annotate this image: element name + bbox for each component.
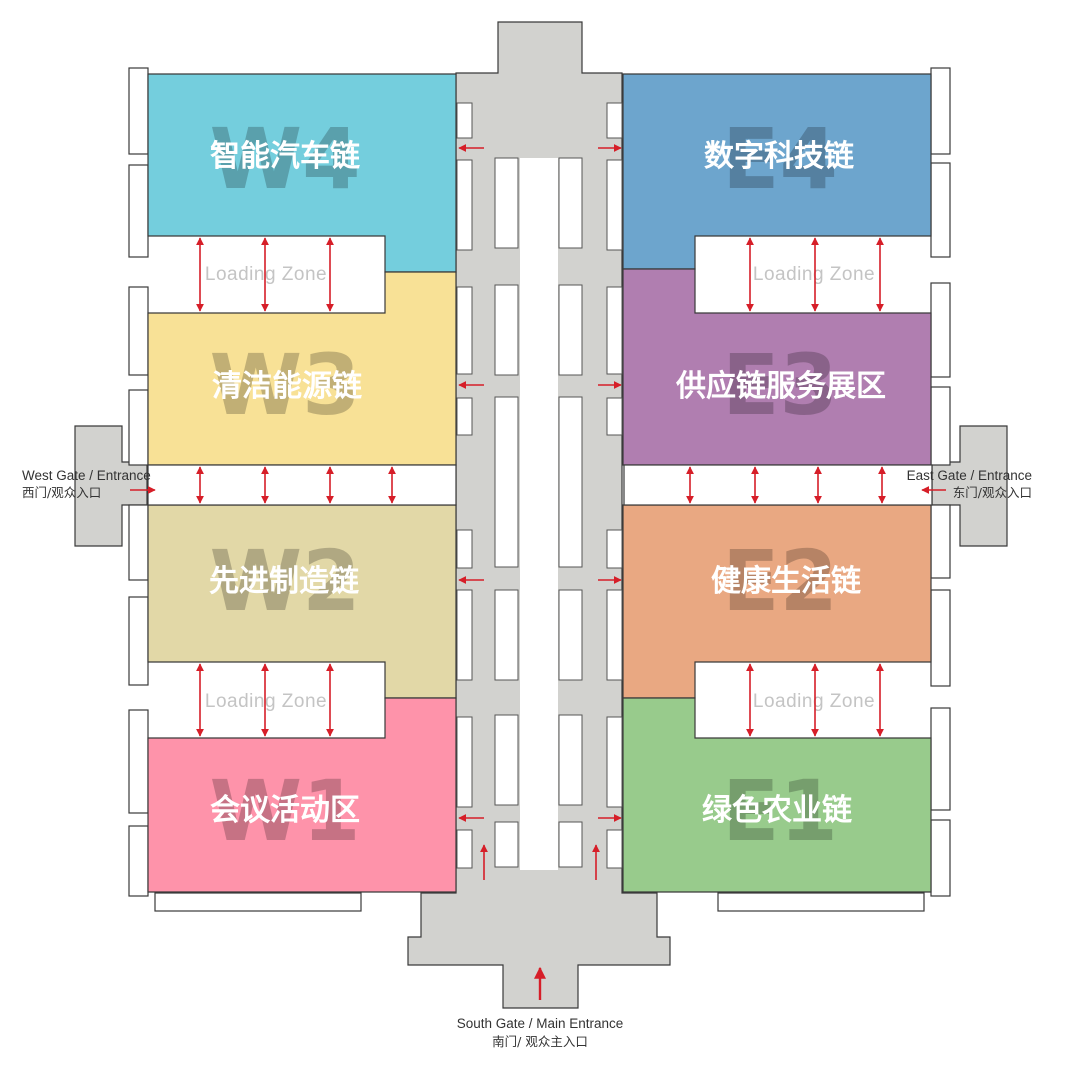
niche — [456, 529, 473, 569]
west-gate-label-zh: 西门/观众入口 — [22, 485, 101, 500]
hall-code-e1: E1 — [722, 762, 838, 860]
wall-niche — [930, 282, 951, 378]
wall-niche — [128, 389, 149, 466]
niche — [456, 102, 473, 139]
booth — [494, 714, 519, 806]
niche — [606, 286, 623, 375]
hall-names: 智能汽车链 清洁能源链 先进制造链 会议活动区 数字科技链 供应链服务展区 健康… — [209, 139, 886, 828]
booth — [558, 589, 583, 681]
wall-niche — [717, 892, 925, 912]
loading-zone-se: Loading Zone — [753, 691, 875, 712]
east-gate-label: East Gate / Entrance 东门/观众入口 — [907, 468, 1032, 500]
hall-code-e3: E3 — [722, 336, 838, 434]
atrium-void — [520, 158, 558, 870]
hall-w1[interactable] — [147, 697, 457, 893]
niche — [456, 829, 473, 869]
wall-niche — [128, 709, 149, 814]
booth — [494, 821, 519, 868]
east-halls — [622, 73, 932, 893]
booth — [494, 157, 519, 249]
west-gate-label: West Gate / Entrance 西门/观众入口 — [22, 468, 151, 500]
niche — [606, 102, 623, 139]
hall-name-e4: 数字科技链 — [704, 139, 854, 174]
corridor-booths — [456, 102, 623, 869]
booth — [494, 589, 519, 681]
niche — [606, 829, 623, 869]
loading-zone-ne: Loading Zone — [753, 264, 875, 285]
booth — [494, 284, 519, 376]
niche — [606, 529, 623, 569]
niche — [606, 589, 623, 681]
wall-niche — [930, 819, 951, 897]
east-gate-label-en: East Gate / Entrance — [907, 468, 1032, 483]
wall-niche — [930, 707, 951, 811]
niche — [606, 397, 623, 436]
loading-zone-sw: Loading Zone — [205, 691, 327, 712]
outer-wall-niches — [128, 67, 951, 912]
wall-niche — [128, 286, 149, 376]
loading-zone-nw: Loading Zone — [205, 264, 327, 285]
hall-name-w1: 会议活动区 — [210, 793, 360, 828]
hall-code-e4: E4 — [722, 110, 838, 208]
wall-niche — [930, 504, 951, 579]
wall-niche — [128, 164, 149, 258]
hall-name-w2: 先进制造链 — [209, 564, 359, 599]
west-gate-label-en: West Gate / Entrance — [22, 468, 151, 483]
central-corridor — [407, 21, 671, 1009]
hall-e1[interactable] — [622, 697, 932, 893]
wall-niche — [930, 589, 951, 687]
wall-niche — [930, 162, 951, 258]
niche — [456, 589, 473, 681]
hall-codes: W4 W3 W2 W1 E4 E3 E2 E1 — [209, 110, 837, 860]
booth — [558, 396, 583, 568]
hall-code-e2: E2 — [722, 532, 838, 630]
hall-e3[interactable] — [622, 268, 932, 466]
hall-name-w3: 清洁能源链 — [212, 369, 362, 404]
niche — [456, 716, 473, 808]
hall-code-w4: W4 — [209, 110, 360, 208]
hall-code-w1: W1 — [209, 762, 360, 860]
booth — [558, 714, 583, 806]
east-gate-shape — [931, 425, 1008, 547]
south-gate-label: South Gate / Main Entrance 南门/ 观众主入口 — [457, 1016, 624, 1049]
niche — [456, 159, 473, 251]
booth — [494, 396, 519, 568]
hall-code-w2: W2 — [209, 532, 360, 630]
wall-niche — [930, 67, 951, 155]
wall-niche — [154, 892, 362, 912]
niche — [606, 159, 623, 251]
flow-arrows — [130, 144, 946, 1000]
wall-niche — [128, 825, 149, 897]
booth — [558, 157, 583, 249]
booth — [558, 821, 583, 868]
hall-code-w3: W3 — [209, 336, 360, 434]
wall-niche — [128, 67, 149, 155]
booth — [558, 284, 583, 376]
hall-name-e1: 绿色农业链 — [702, 793, 852, 828]
east-gate-label-zh: 东门/观众入口 — [953, 485, 1032, 500]
east-cross-aisle — [623, 464, 933, 506]
hall-name-e2: 健康生活链 — [711, 564, 861, 599]
south-gate-label-zh: 南门/ 观众主入口 — [492, 1034, 588, 1049]
west-cross-aisle — [147, 464, 457, 506]
wall-niche — [930, 386, 951, 466]
west-halls — [147, 73, 457, 893]
niche — [606, 716, 623, 808]
hall-name-e3: 供应链服务展区 — [675, 369, 886, 404]
south-gate-label-en: South Gate / Main Entrance — [457, 1016, 624, 1031]
wall-niche — [128, 596, 149, 686]
hall-name-w4: 智能汽车链 — [210, 139, 360, 174]
niche — [456, 286, 473, 375]
niche — [456, 397, 473, 436]
wall-niche — [128, 504, 149, 581]
